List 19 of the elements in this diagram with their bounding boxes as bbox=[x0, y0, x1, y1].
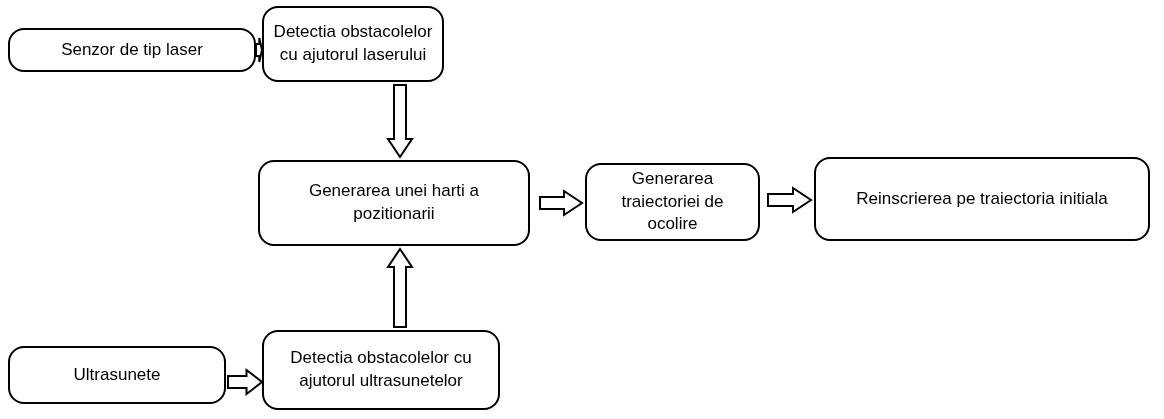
box-label: Senzor de tip laser bbox=[61, 38, 203, 61]
block-arrow bbox=[386, 84, 414, 159]
box-label: Detectia obstacolelor cu ajutorul ultrasunetelor bbox=[289, 347, 473, 392]
box-label: Generarea unei harti a pozitionarii bbox=[307, 180, 481, 225]
process-box bbox=[814, 157, 1150, 241]
process-box bbox=[262, 6, 444, 82]
box-label: Generarea traiectoriei de ocolire bbox=[620, 167, 725, 236]
process-box bbox=[8, 28, 256, 72]
block-arrow bbox=[767, 186, 813, 214]
process-box bbox=[585, 163, 760, 241]
box-label: Detectia obstacolelor cu ajutorul laserului bbox=[272, 21, 434, 66]
block-arrow bbox=[539, 189, 584, 217]
process-box bbox=[262, 330, 500, 410]
block-arrow bbox=[227, 367, 264, 397]
process-box bbox=[8, 346, 226, 404]
box-label: Reinscrierea pe traiectoria initiala bbox=[856, 187, 1108, 210]
box-label: Ultrasunete bbox=[73, 363, 161, 386]
process-box bbox=[258, 160, 530, 246]
block-arrow bbox=[386, 247, 414, 328]
